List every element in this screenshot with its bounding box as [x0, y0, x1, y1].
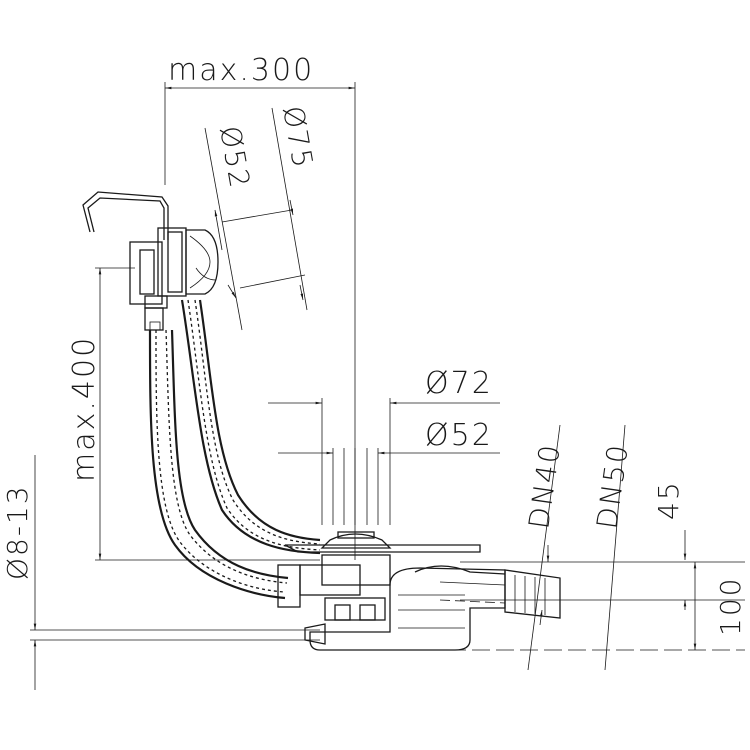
dimension-labels: max.300 Ø52 Ø75 max.400 Ø72 Ø52 DN40 DN5… — [1, 53, 747, 636]
diameter-52-mid-label: Ø52 — [425, 418, 493, 453]
dimension-lines — [30, 82, 745, 690]
max-width-label: max.300 — [168, 53, 314, 88]
waste-assembly — [277, 531, 561, 651]
diameter-72-label: Ø72 — [425, 366, 493, 401]
dim-8-13-label: Ø8-13 — [1, 484, 34, 580]
dim-100-label: 100 — [714, 577, 747, 636]
overflow-assembly — [82, 191, 219, 331]
flexible-hose — [148, 299, 321, 600]
diameter-52-top-label: Ø52 — [213, 123, 257, 191]
max-height-label: max.400 — [67, 336, 102, 482]
dn40-label: DN40 — [522, 441, 567, 531]
dim-45-label: 45 — [652, 480, 685, 520]
dn50-label: DN50 — [590, 441, 635, 531]
diameter-75-label: Ø75 — [276, 103, 320, 171]
